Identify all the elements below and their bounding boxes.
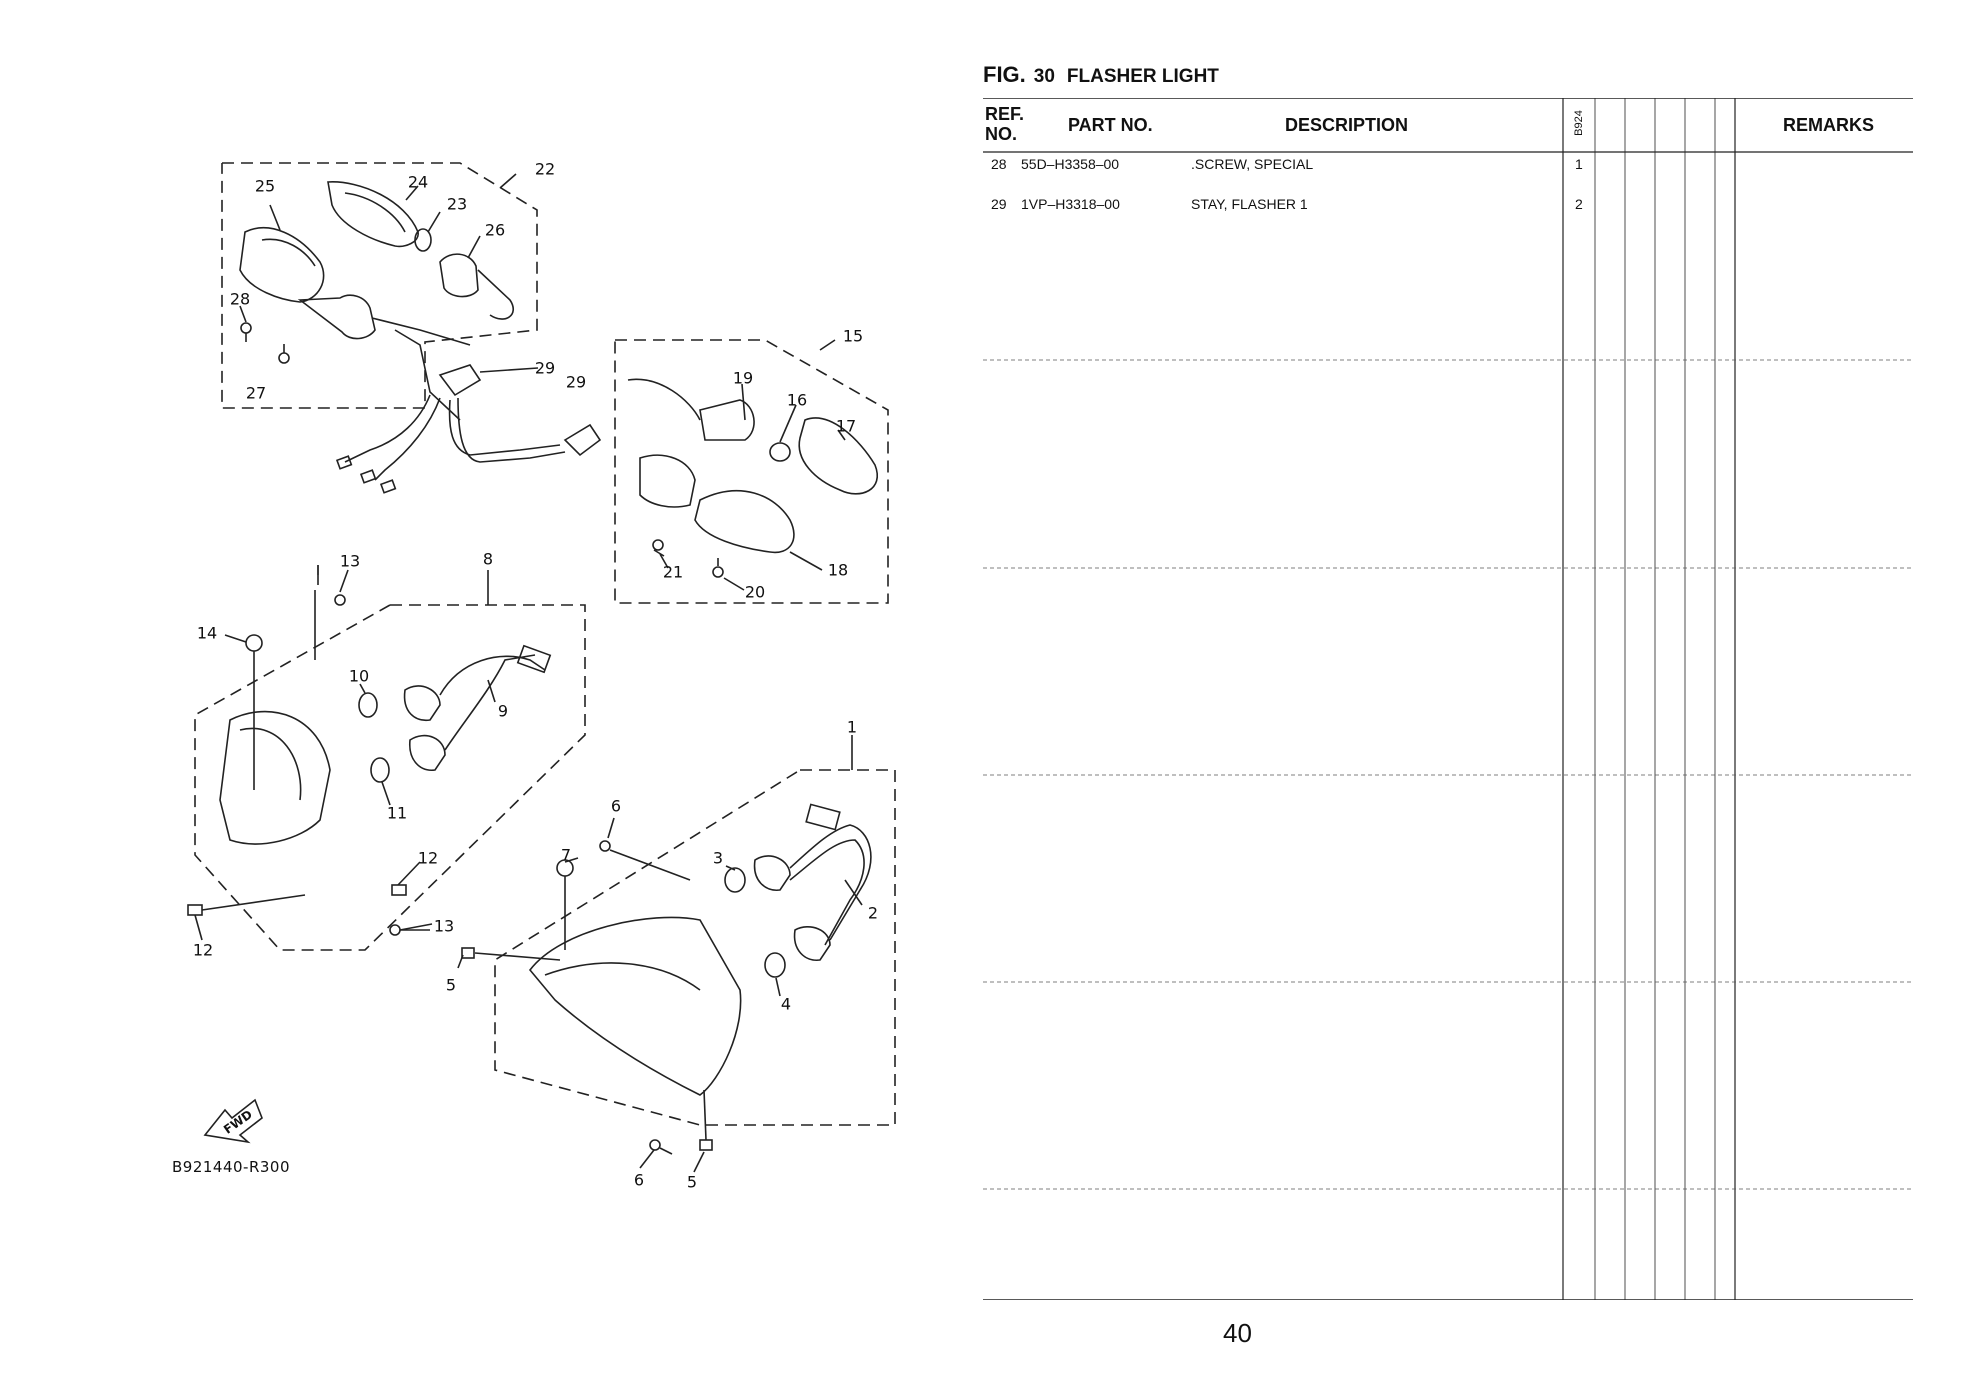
callout-21: 21 [662, 562, 684, 582]
row-description: .SCREW, SPECIAL [1191, 156, 1314, 172]
callout-13: 13 [339, 551, 361, 571]
callout-29b: 29 [565, 372, 587, 392]
row-ref: 29 [991, 196, 1007, 212]
callout-25: 25 [254, 176, 276, 196]
callout-12: 12 [417, 848, 439, 868]
callout-20: 20 [744, 582, 766, 602]
callout-5b: 5 [686, 1172, 698, 1192]
callout-11: 11 [386, 803, 408, 823]
row-part-no: 55D–H3358–00 [1021, 156, 1120, 172]
col-description: DESCRIPTION [1285, 115, 1409, 135]
parts-diagram: 1 2 3 4 5 5 6 6 7 8 9 10 11 12 12 13 13 … [0, 0, 980, 1400]
callout-2: 2 [867, 903, 879, 923]
row-ref: 28 [991, 156, 1007, 172]
callout-15: 15 [842, 326, 864, 346]
col-model-code: B924 [1573, 110, 1585, 136]
col-remarks: REMARKS [1783, 115, 1875, 135]
fig-number: 30 [1033, 66, 1055, 87]
callout-14: 14 [196, 623, 218, 643]
callout-5: 5 [445, 975, 457, 995]
page-number: 40 [1223, 1318, 1252, 1348]
callout-29: 29 [534, 358, 556, 378]
callout-9: 9 [497, 701, 509, 721]
callout-7: 7 [560, 845, 572, 865]
row-qty: 1 [1575, 156, 1583, 172]
callout-1: 1 [846, 717, 858, 737]
fig-name: FLASHER LIGHT [1066, 66, 1219, 87]
callout-4: 4 [780, 994, 792, 1014]
callout-24: 24 [407, 172, 429, 192]
drawing-code: B921440-R300 [172, 1158, 291, 1176]
callout-27: 27 [245, 383, 267, 403]
callout-12b: 12 [192, 940, 214, 960]
callout-13b: 13 [433, 916, 455, 936]
callout-18: 18 [827, 560, 849, 580]
row-qty: 2 [1575, 196, 1583, 212]
callout-23: 23 [446, 194, 468, 214]
col-part-no: PART NO. [1068, 115, 1153, 135]
callout-10: 10 [348, 666, 370, 686]
table-grid [983, 98, 1913, 1300]
callout-6b: 6 [633, 1170, 645, 1190]
callout-6: 6 [610, 796, 622, 816]
callout-19: 19 [732, 368, 754, 388]
row-part-no: 1VP–H3318–00 [1021, 196, 1120, 212]
callout-16: 16 [786, 390, 808, 410]
col-ref-no: REF. NO. [985, 104, 1025, 144]
exploded-view-drawing [187, 162, 896, 1173]
callout-17: 17 [835, 416, 857, 436]
callout-8: 8 [482, 549, 494, 569]
callout-22: 22 [534, 159, 556, 179]
fig-label: FIG. [983, 62, 1026, 87]
parts-table: REF. NO. PART NO. DESCRIPTION B924 REMAR… [983, 98, 1913, 1300]
callout-26: 26 [484, 220, 506, 240]
row-description: STAY, FLASHER 1 [1191, 196, 1308, 212]
figure-title: FIG. 30 FLASHER LIGHT [983, 62, 1219, 88]
callout-28: 28 [229, 289, 251, 309]
callout-3: 3 [712, 848, 724, 868]
